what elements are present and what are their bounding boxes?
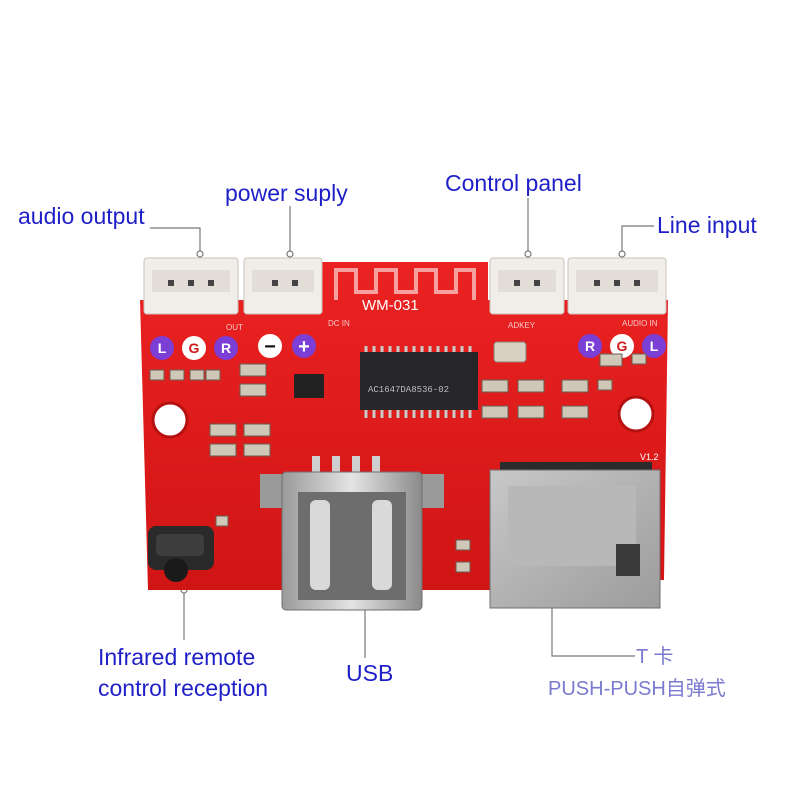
silk-out: OUT [226,323,243,332]
connector-line-input [567,257,667,315]
channel-markers-left: L G R [150,336,238,360]
smd-components [149,353,647,573]
channel-l-left: L [158,340,167,356]
leader-audio-output [150,227,201,252]
leader-lines [150,198,654,658]
channel-g-left: G [189,340,200,356]
connector-power-supply [243,257,323,315]
leader-line-input [621,225,654,252]
channel-g-right: G [617,338,628,354]
channel-l-right: L [650,338,659,354]
channel-r-left: R [221,340,231,356]
connector-control-panel [489,257,565,315]
channel-r-right: R [585,338,595,354]
channel-markers-right: R G L [578,334,666,358]
label-push-push: PUSH-PUSH自弹式 [548,678,726,700]
antenna-trace [334,268,476,300]
silk-module-name: WM-031 [362,297,419,314]
silk-version: V1.2 [640,452,659,462]
polarity-plus: + [298,336,310,358]
mounting-hole [151,401,189,439]
label-tf-card: T 卡 [636,646,674,668]
label-infrared-line1: Infrared remote [98,644,256,670]
label-audio-output: audio output [18,203,145,229]
voltage-regulator [294,374,324,398]
connector-audio-output [143,257,239,315]
crystal [493,341,527,363]
leader-dot [524,250,532,258]
main-chip: AC1647DA8536-02 [360,346,478,418]
leader-dot [618,250,626,258]
ir-receiver [148,526,214,582]
silk-audio-in: AUDIO IN [622,319,658,328]
tf-card-slot [489,462,661,609]
polarity-markers: − + [258,334,316,358]
mounting-hole [617,395,655,433]
usb-socket [260,456,444,611]
leader-dot [286,250,294,258]
silk-adkey: ADKEY [508,321,536,330]
chip-marking: AC1647DA8536-02 [368,385,449,395]
leader-dot [196,250,204,258]
label-line-input: Line input [657,212,757,238]
label-infrared: Infrared remote control reception [98,642,268,704]
leader-tf-card [551,605,635,657]
label-usb: USB [346,660,394,686]
label-power-supply: power suply [225,180,348,206]
polarity-minus: − [264,336,276,358]
label-control-panel: Control panel [445,170,582,196]
silk-dc-in: DC IN [328,319,350,328]
label-infrared-line2: control reception [98,675,269,701]
